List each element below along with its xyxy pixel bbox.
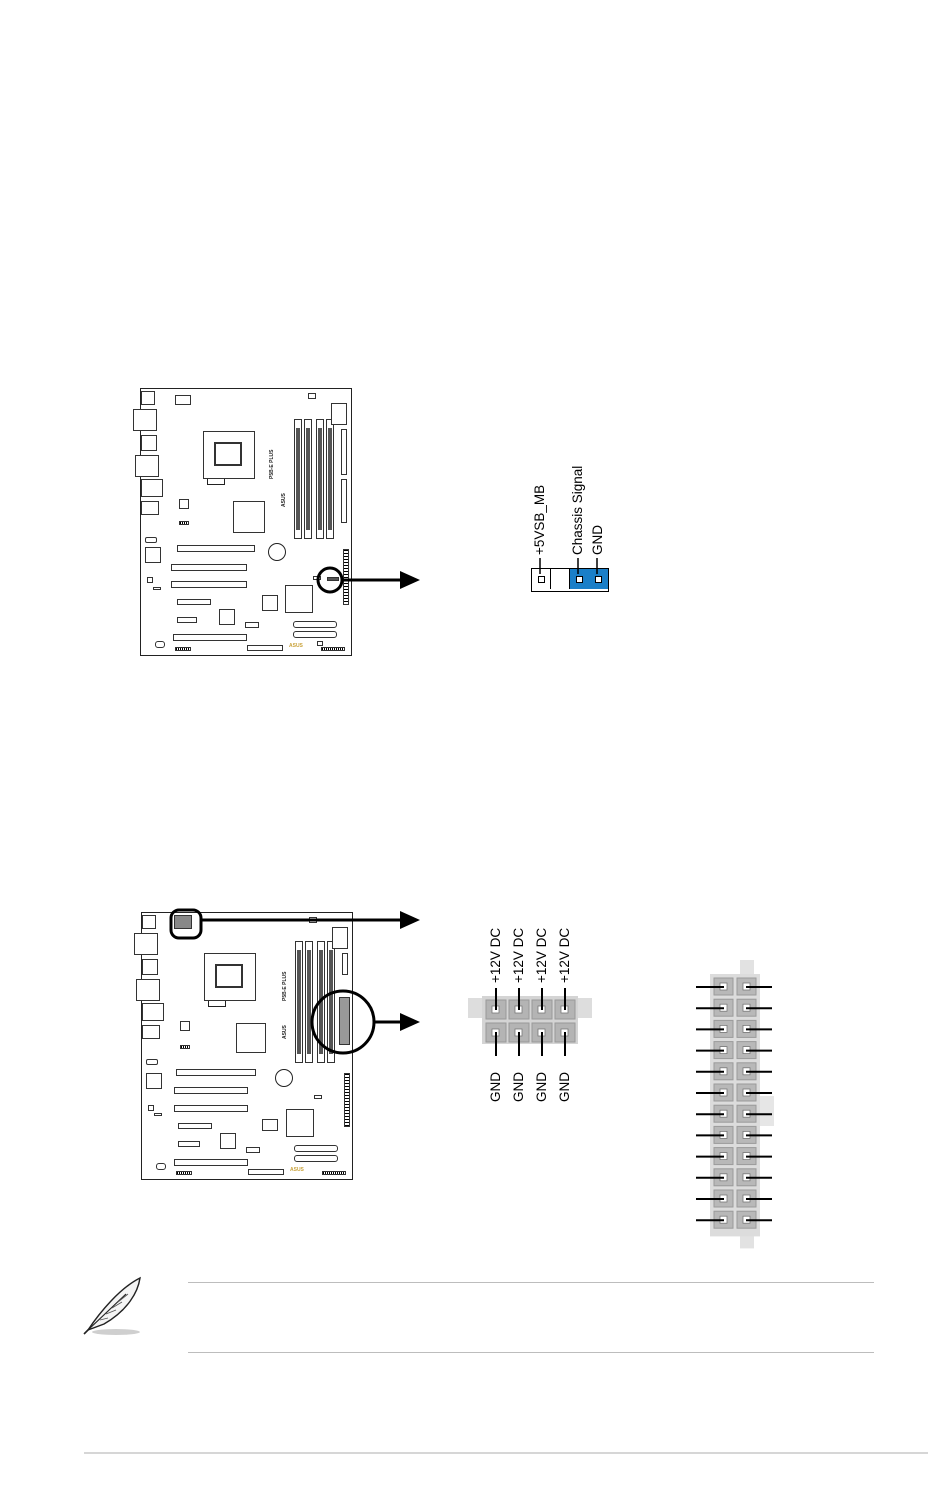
note-top-rule — [188, 1282, 874, 1283]
feather-quill-icon — [80, 1272, 150, 1342]
eatx-connector-diagram — [0, 0, 950, 1300]
note-bottom-rule — [188, 1352, 874, 1353]
page-footer-rule — [84, 1452, 928, 1454]
